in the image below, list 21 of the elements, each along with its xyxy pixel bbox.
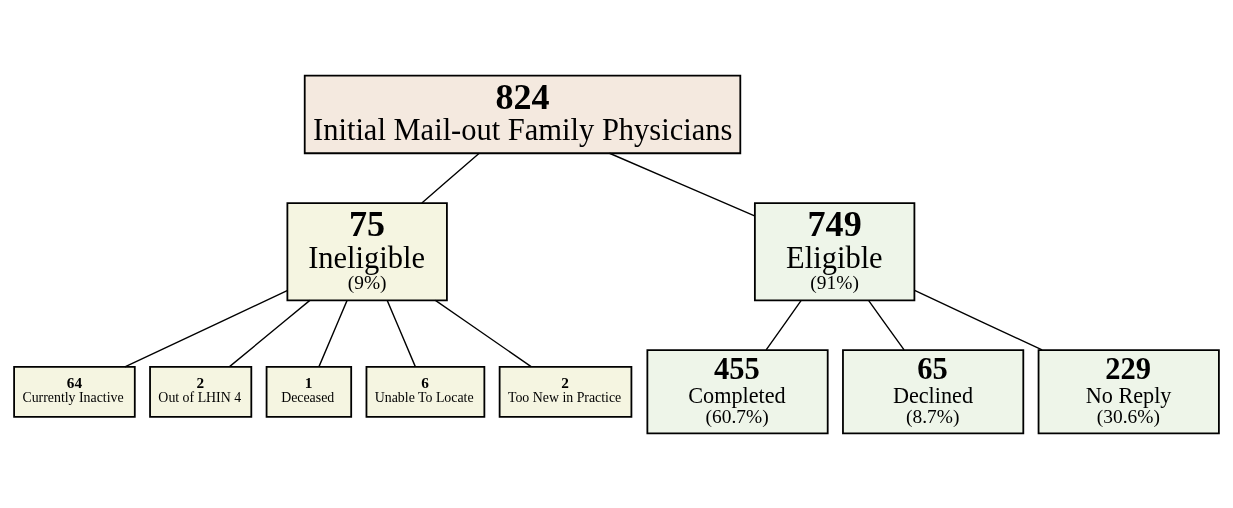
node-box: 824 Initial Mail-out Family Physicians [303, 74, 742, 154]
connector [913, 289, 1043, 351]
connector [318, 299, 348, 367]
node-box: 455 Completed (60.7%) [646, 348, 829, 434]
node-box: 229 No Reply (30.6%) [1037, 348, 1220, 434]
connector [608, 152, 756, 216]
node-box: 749 Eligible (91%) [754, 201, 916, 301]
connector [434, 299, 532, 367]
node-box: 64 Currently Inactive [13, 365, 136, 418]
connector [421, 152, 480, 204]
connector [124, 289, 288, 367]
connector [867, 299, 905, 351]
node-box: 75 Ineligible (9%) [286, 201, 448, 301]
node-box: 2 Too New in Practice [498, 365, 633, 418]
connector [765, 299, 802, 351]
node-box: 6 Unable To Locate [365, 365, 486, 418]
node-box: 1 Deceased [265, 365, 353, 418]
connector [228, 299, 311, 367]
connector [386, 299, 416, 367]
node-box: 65 Declined (8.7%) [842, 348, 1025, 434]
node-box: 2 Out of LHIN 4 [149, 365, 253, 418]
